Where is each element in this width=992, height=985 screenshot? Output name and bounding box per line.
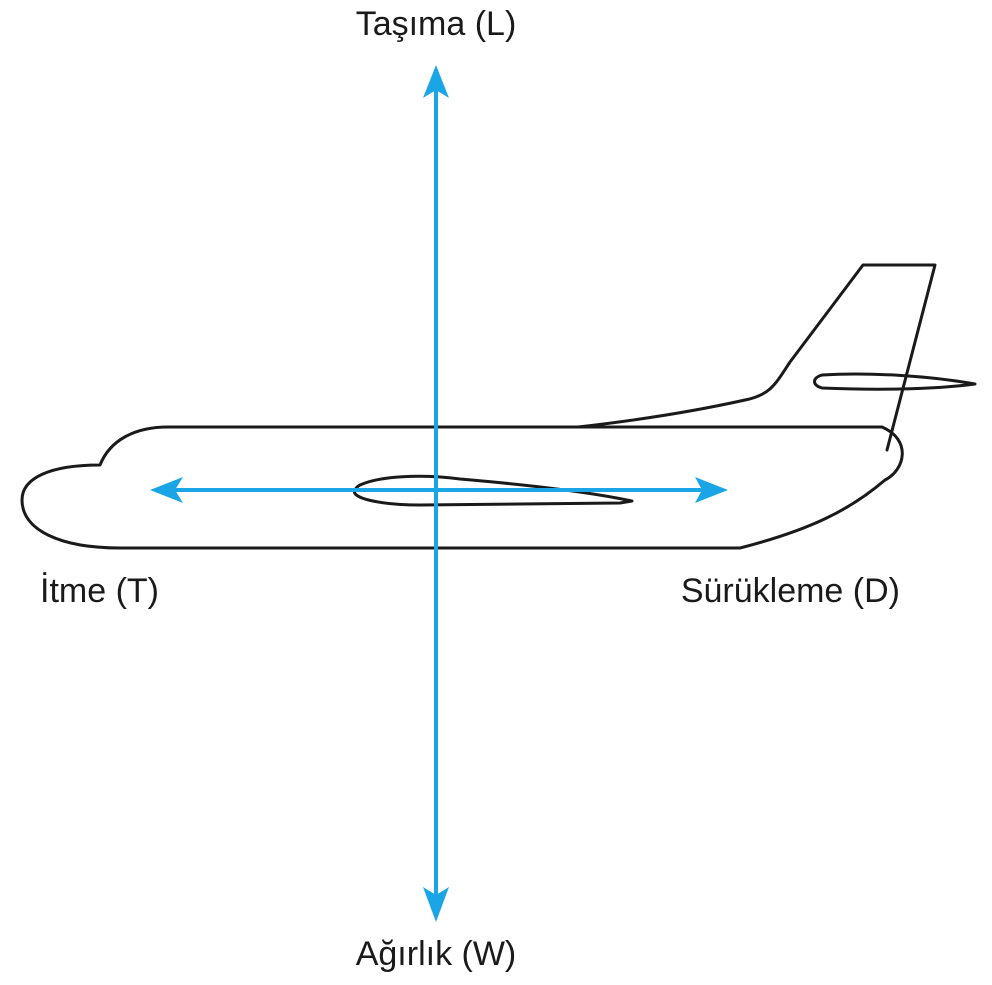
lift-arrowhead [423,65,449,98]
thrust-arrowhead [150,477,183,503]
tail-fin [576,263,937,452]
thrust-label: İtme (T) [40,572,159,610]
fuselage [20,425,904,550]
weight-arrowhead [423,887,449,922]
force-arrows [150,65,728,922]
lift-label: Taşıma (L) [356,5,517,43]
drag-arrowhead [695,477,728,503]
horizontal-stabilizer [813,372,977,391]
airplane [20,263,977,550]
drag-label: Sürükleme (D) [681,572,900,610]
weight-label: Ağırlık (W) [356,935,517,973]
